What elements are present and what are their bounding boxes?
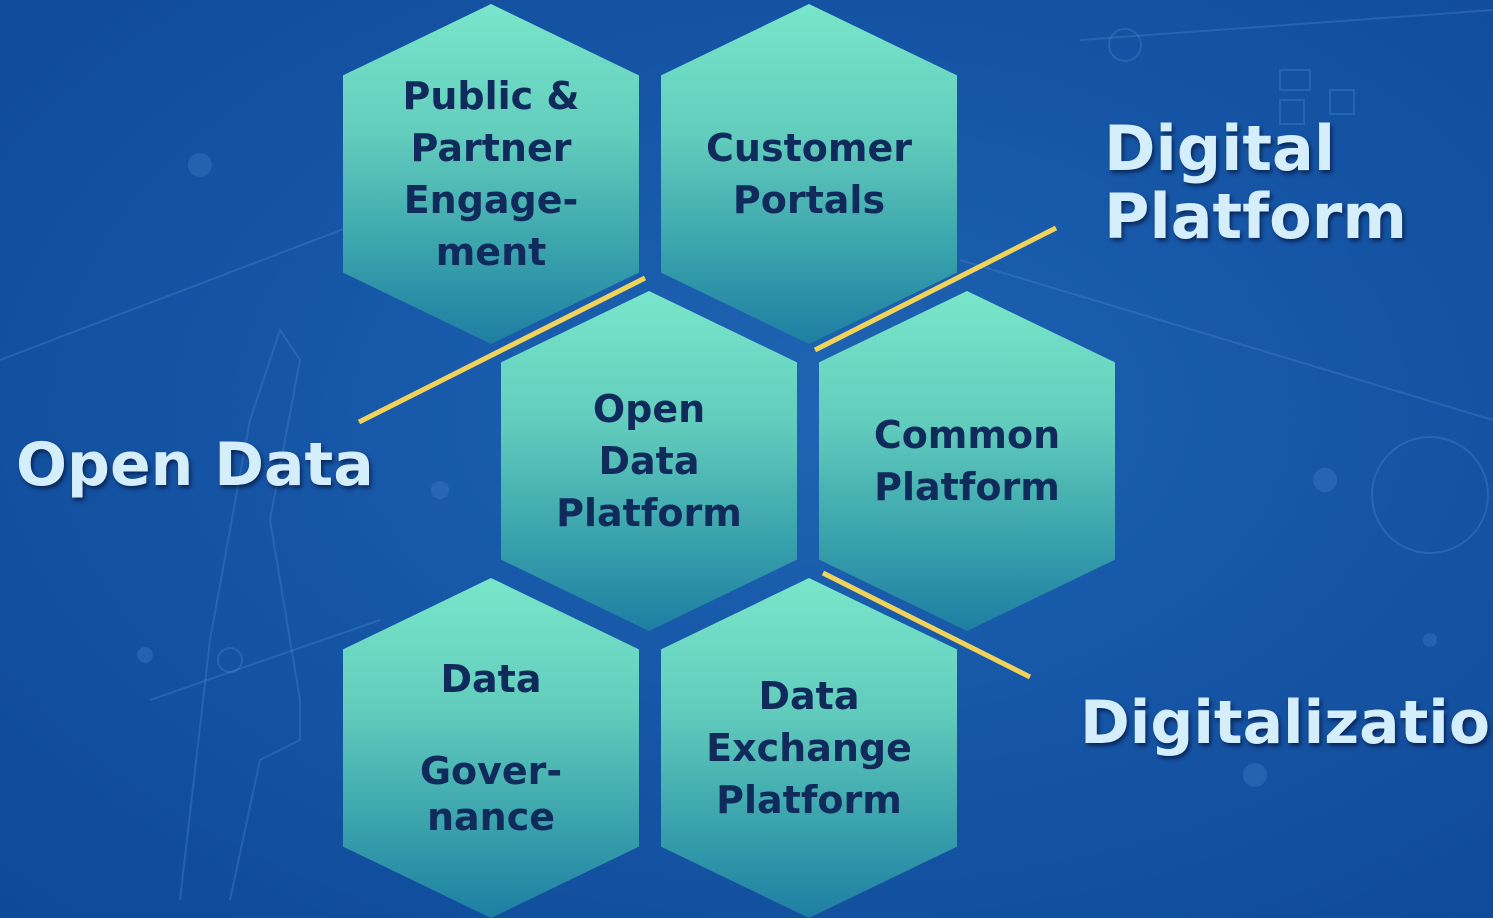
hexagon-label: Data Gover- nance	[419, 657, 563, 839]
hexagon-label: Common Platform	[873, 413, 1061, 509]
hexagon-label: Public & Partner Engage- ment	[402, 74, 580, 274]
hexagon-open-data-platform: Open Data Platform	[501, 291, 797, 631]
hexagon-customer-portals: Customer Portals	[661, 4, 957, 344]
connector-digital-platform	[813, 225, 1058, 353]
hexagon-label: Data Exchange Platform	[706, 674, 912, 822]
label-open-data: Open Data	[16, 430, 374, 500]
connector-digitalization	[821, 570, 1032, 680]
hexagon-label: Open Data Platform	[556, 387, 742, 535]
connector-open-data	[357, 275, 647, 425]
hexagon-data-governance: Data Gover- nance	[343, 578, 639, 918]
hexagon-label: Customer Portals	[706, 126, 912, 222]
hexagon-data-exchange-platform: Data Exchange Platform	[661, 578, 957, 918]
label-digitalization: Digitalization	[1080, 688, 1493, 758]
label-digital-platform: Digital Platform	[1104, 112, 1407, 254]
hexagon-common-platform: Common Platform	[819, 291, 1115, 631]
hexagon-public-partner-engagement: Public & Partner Engage- ment	[343, 4, 639, 344]
